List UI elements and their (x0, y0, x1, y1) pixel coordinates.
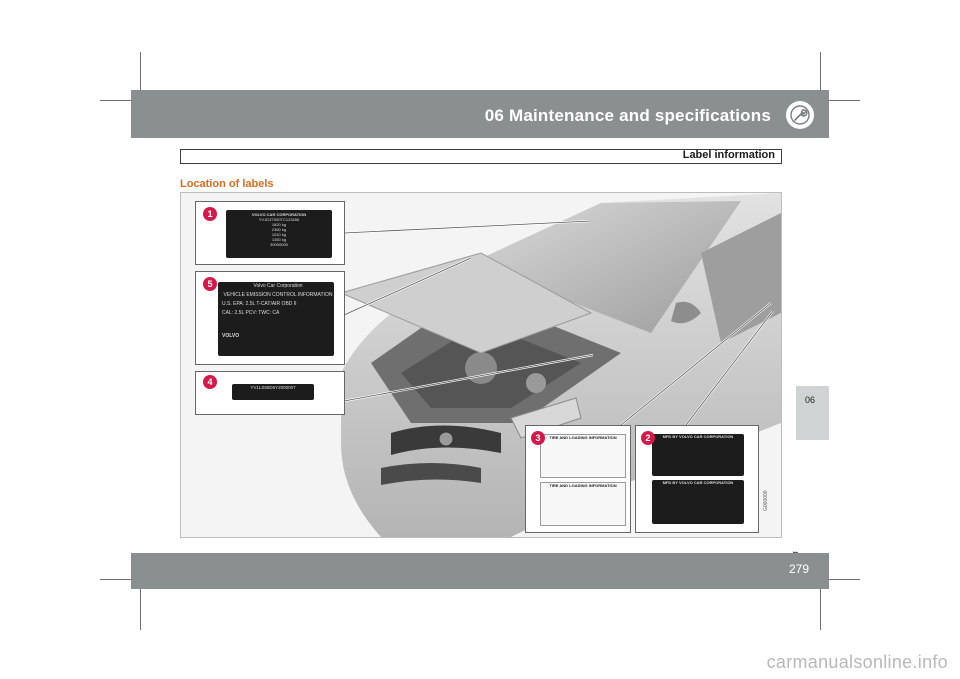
header-band: 06 Maintenance and specifications (131, 90, 829, 138)
label-5-line: Volvo Car Corporation (253, 283, 303, 289)
label-5-brand: VOLVO (222, 333, 240, 339)
wrench-icon (786, 101, 814, 129)
label-2-panel: MFD BY VOLVO CAR CORPORATION MFD BY VOLV… (635, 425, 759, 533)
label-1-panel: VOLVO CAR CORPORATION YV1DZ7050TC123456 … (195, 201, 345, 265)
label-5-panel: Volvo Car Corporation VEHICLE EMISSION C… (195, 271, 345, 365)
label-3-panel: TIRE AND LOADING INFORMATION TIRE AND LO… (525, 425, 631, 533)
label-3-title: TIRE AND LOADING INFORMATION (549, 483, 617, 488)
footer-band: 279 (131, 553, 829, 589)
callout-1-label: 1 (207, 209, 213, 219)
label-3-title: TIRE AND LOADING INFORMATION (549, 435, 617, 440)
label-5-line: U.S. EPA: 2.5L T-CAT/AIR OBD II (222, 301, 297, 307)
figure-code: G000000 (763, 490, 769, 511)
crop-mark (140, 52, 141, 102)
label-3-bottom-sheet: TIRE AND LOADING INFORMATION (540, 482, 626, 526)
callout-2-label: 2 (645, 433, 651, 443)
crop-mark (100, 579, 150, 580)
label-5-line: VEHICLE EMISSION CONTROL INFORMATION (223, 292, 333, 298)
label-1-line: 2360 kg (271, 227, 287, 232)
crop-mark (820, 52, 821, 102)
callout-3-label: 3 (535, 433, 541, 443)
label-3-top-sheet: TIRE AND LOADING INFORMATION (540, 434, 626, 478)
label-1-line: YV1DZ7050TC123456 (258, 217, 300, 222)
page-number: 279 (788, 562, 809, 576)
crop-mark (820, 580, 821, 630)
watermark: carmanualsonline.info (766, 652, 948, 672)
chapter-tab: 06 (796, 386, 829, 440)
label-4-plate: YV1LS55D6Y2000007 (232, 384, 314, 400)
label-1-plate: VOLVO CAR CORPORATION YV1DZ7050TC123456 … (226, 210, 332, 258)
label-1-line: 1820 kg (271, 222, 287, 227)
subsection-bar: Label information (180, 149, 782, 164)
crop-mark (100, 100, 150, 101)
label-5-plate: Volvo Car Corporation VEHICLE EMISSION C… (218, 282, 334, 356)
section-title: 06 Maintenance and specifications (484, 106, 771, 125)
crop-mark (810, 100, 860, 101)
label-1-line: 1010 kg (271, 232, 287, 237)
crop-mark (810, 579, 860, 580)
label-1-footer: 30000000 (270, 242, 288, 247)
label-5-line: CAL: 2.5L PCV: TWC: CA (222, 310, 280, 316)
label-2-title: MFD BY VOLVO CAR CORPORATION (662, 480, 734, 485)
callout-3: 3 (531, 431, 545, 445)
label-2-top-plate: MFD BY VOLVO CAR CORPORATION (652, 434, 744, 476)
label-4-vin: YV1LS55D6Y2000007 (250, 385, 296, 390)
chapter-tab-label: 06 (805, 395, 816, 405)
label-2-title: MFD BY VOLVO CAR CORPORATION (662, 434, 734, 439)
subsection-title: Label information (682, 149, 775, 161)
crop-mark (140, 580, 141, 630)
label-1-line: 1350 kg (271, 237, 287, 242)
label-location-figure: VOLVO CAR CORPORATION YV1DZ7050TC123456 … (180, 192, 782, 538)
label-1-title: VOLVO CAR CORPORATION (251, 212, 307, 217)
callout-5-label: 5 (207, 279, 213, 289)
callout-5: 5 (203, 277, 217, 291)
callout-4: 4 (203, 375, 217, 389)
section-heading: Location of labels (180, 178, 274, 190)
label-4-panel: YV1LS55D6Y2000007 (195, 371, 345, 415)
callout-1: 1 (203, 207, 217, 221)
callout-2: 2 (641, 431, 655, 445)
callout-4-label: 4 (207, 377, 213, 387)
label-2-bottom-plate: MFD BY VOLVO CAR CORPORATION (652, 480, 744, 524)
